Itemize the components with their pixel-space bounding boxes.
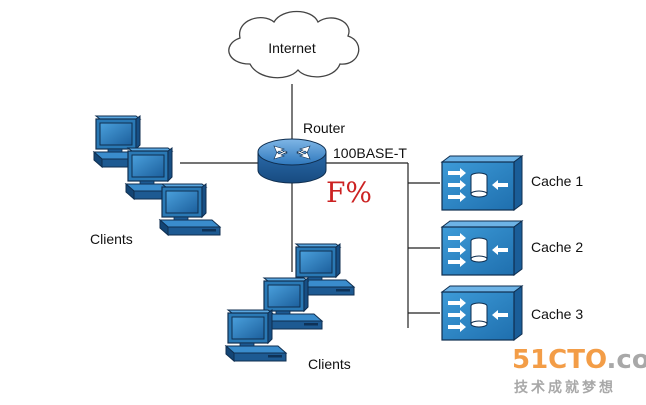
- cache-engine-icon: [441, 285, 523, 341]
- watermark-brand-prefix: 51CTO: [512, 345, 607, 375]
- cache-engine-icon: [441, 220, 523, 276]
- cache-engine-icon: [441, 155, 523, 211]
- network-links: [180, 84, 440, 328]
- cache-2: Cache 2: [441, 220, 583, 276]
- watermark-tagline: 技术成就梦想: [514, 379, 616, 396]
- router-arrows-icon: [273, 145, 311, 160]
- cache-2-label: Cache 2: [531, 239, 583, 255]
- svg-text:51CTO.com: 51CTO.com: [512, 345, 646, 375]
- clients-left-group: Clients: [90, 115, 221, 247]
- internet-cloud: Internet: [228, 10, 360, 79]
- cache-1-label: Cache 1: [531, 173, 583, 189]
- cache-3-label: Cache 3: [531, 306, 583, 322]
- watermark-brand-suffix: .com: [607, 345, 646, 375]
- router-label: Router: [303, 120, 345, 136]
- clients-bottom-group: Clients: [225, 243, 355, 372]
- cache-3: Cache 3: [441, 285, 583, 341]
- clients-left-label: Clients: [90, 231, 133, 247]
- internet-label: Internet: [268, 40, 316, 56]
- client-pc-icon: [159, 183, 221, 236]
- cache-1: Cache 1: [441, 155, 583, 211]
- router: Router: [257, 120, 345, 184]
- link-speed-label: 100BASE-T: [333, 145, 407, 161]
- clients-bottom-label: Clients: [308, 356, 351, 372]
- handwritten-annotation: F%: [326, 176, 372, 209]
- watermark-logo: 51CTO.com 技术成就梦想: [512, 345, 646, 396]
